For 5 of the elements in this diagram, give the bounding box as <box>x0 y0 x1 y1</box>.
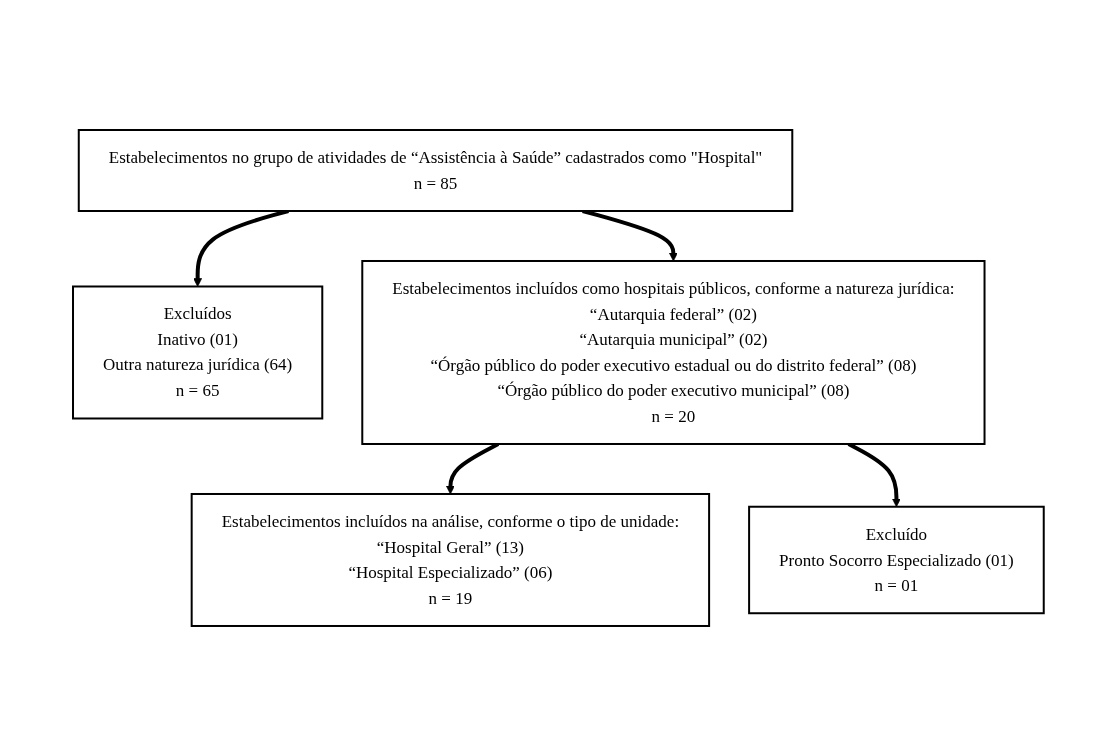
node-box: Estabelecimentos incluídos na análise, conforme o tipo de unidade: “Hospital Geral” (13) “Hospital Especializado” (06) n = 19 <box>190 492 710 627</box>
node-box: Excluídos Inativo (01) Outra natureza jurídica (64) n = 65 <box>71 285 323 419</box>
node-box: Excluído Pronto Socorro Especializado (01) n = 01 <box>747 505 1045 614</box>
node-box: Estabelecimentos incluídos como hospitais públicos, conforme a natureza jurídica: “Autarquia federal” (02) “Autarquia municipal” (02) “Órgão público do poder executivo estadual ou do distrito federal” (08) “Órgão público do poder executivo municipal” (08) n = 20 <box>360 259 986 445</box>
node-box: Estabelecimentos no grupo de atividades de “Assistência à Saúde” cadastrados como "Hospital" n = 85 <box>77 128 793 212</box>
